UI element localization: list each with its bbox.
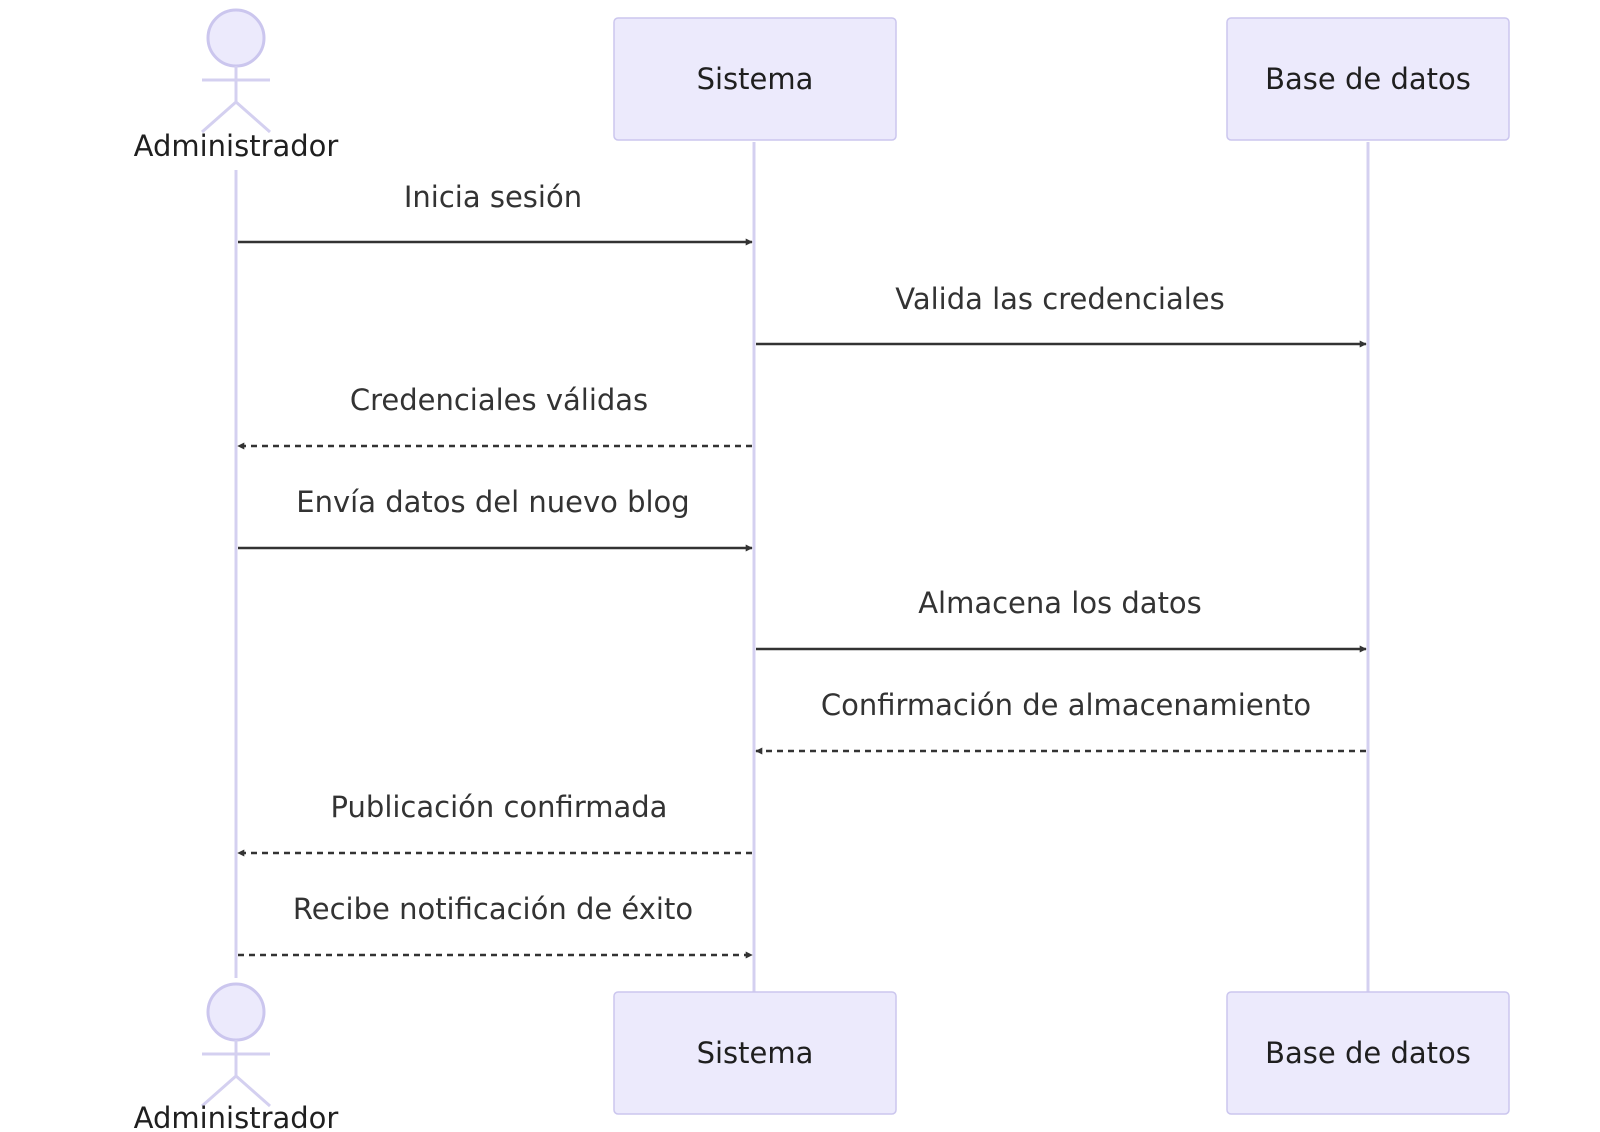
message-label: Recibe notificación de éxito — [293, 892, 693, 926]
participant-base-de-datos-top: Base de datos — [1226, 17, 1510, 141]
participant-base-de-datos-bottom: Base de datos — [1226, 991, 1510, 1115]
message-8: Recibe notificación de éxito — [238, 892, 753, 959]
message-label: Inicia sesión — [404, 180, 582, 214]
message-label: Confirmación de almacenamiento — [821, 688, 1311, 722]
actor-administrador-bottom: Administrador — [134, 982, 339, 1132]
participant-sistema-top: Sistema — [613, 17, 897, 141]
message-1: Inicia sesión — [238, 180, 753, 246]
actor-head-icon — [206, 982, 266, 1042]
participant-label: Base de datos — [1265, 62, 1471, 96]
message-4: Envía datos del nuevo blog — [238, 485, 753, 552]
participant-sistema-bottom: Sistema — [613, 991, 897, 1115]
actor-label: Administrador — [134, 129, 339, 163]
message-label: Almacena los datos — [918, 586, 1202, 620]
message-label: Envía datos del nuevo blog — [296, 485, 689, 519]
participant-label: Base de datos — [1265, 1036, 1471, 1070]
participant-label: Sistema — [697, 1036, 814, 1070]
message-label: Valida las credenciales — [895, 282, 1225, 316]
message-3: Credenciales válidas — [237, 383, 752, 450]
message-7: Publicación confirmada — [237, 790, 752, 857]
message-2: Valida las credenciales — [756, 282, 1367, 348]
participant-label: Sistema — [697, 62, 814, 96]
actor-administrador-top: Administrador — [134, 8, 339, 163]
actor-label: Administrador — [134, 1101, 339, 1132]
message-label: Credenciales válidas — [350, 383, 648, 417]
message-label: Publicación confirmada — [331, 790, 668, 824]
actor-head-icon — [206, 8, 266, 68]
message-5: Almacena los datos — [756, 586, 1367, 653]
message-6: Confirmación de almacenamiento — [755, 688, 1366, 755]
